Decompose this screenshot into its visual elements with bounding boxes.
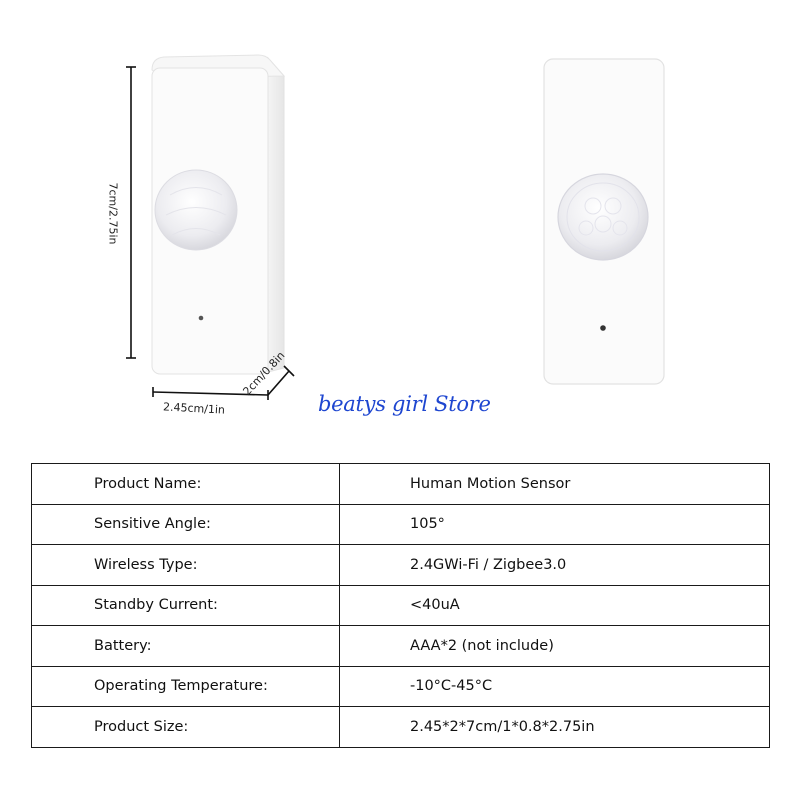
table-row: Product Size: 2.45*2*7cm/1*0.8*2.75in (31, 706, 770, 748)
height-dimension-label: 7cm/2.75in (106, 182, 120, 245)
spec-label: Sensitive Angle: (31, 503, 340, 545)
product-illustration (126, 54, 665, 400)
spec-label: Operating Temperature: (31, 665, 340, 707)
spec-value: AAA*2 (not include) (339, 625, 770, 667)
spec-value: 105° (339, 503, 770, 545)
specification-table: Product Name: Human Motion Sensor Sensit… (31, 463, 770, 748)
spec-label: Wireless Type: (31, 544, 340, 586)
pir-lens-icon (557, 173, 649, 261)
spec-value: <40uA (339, 584, 770, 626)
table-row: Sensitive Angle: 105° (31, 503, 770, 545)
table-row: Wireless Type: 2.4GWi-Fi / Zigbee3.0 (31, 544, 770, 586)
pir-lens-icon (154, 169, 238, 251)
sensor-side-view (151, 54, 286, 375)
table-row: Operating Temperature: -10°C-45°C (31, 665, 770, 707)
spec-label: Product Name: (31, 463, 340, 505)
table-row: Product Name: Human Motion Sensor (31, 463, 770, 505)
spec-value: 2.4GWi-Fi / Zigbee3.0 (339, 544, 770, 586)
spec-label: Product Size: (31, 706, 340, 748)
spec-value: Human Motion Sensor (339, 463, 770, 505)
indicator-led-icon (198, 315, 204, 321)
indicator-led-icon (600, 325, 606, 331)
depth-dimension-line (267, 365, 295, 396)
sensor-front-view (543, 58, 665, 385)
store-watermark: beatys girl Store (318, 392, 491, 416)
spec-label: Battery: (31, 625, 340, 667)
spec-label: Standby Current: (31, 584, 340, 626)
height-dimension-line (126, 66, 136, 359)
spec-value: -10°C-45°C (339, 665, 770, 707)
table-row: Standby Current: <40uA (31, 584, 770, 626)
table-row: Battery: AAA*2 (not include) (31, 625, 770, 667)
spec-value: 2.45*2*7cm/1*0.8*2.75in (339, 706, 770, 748)
